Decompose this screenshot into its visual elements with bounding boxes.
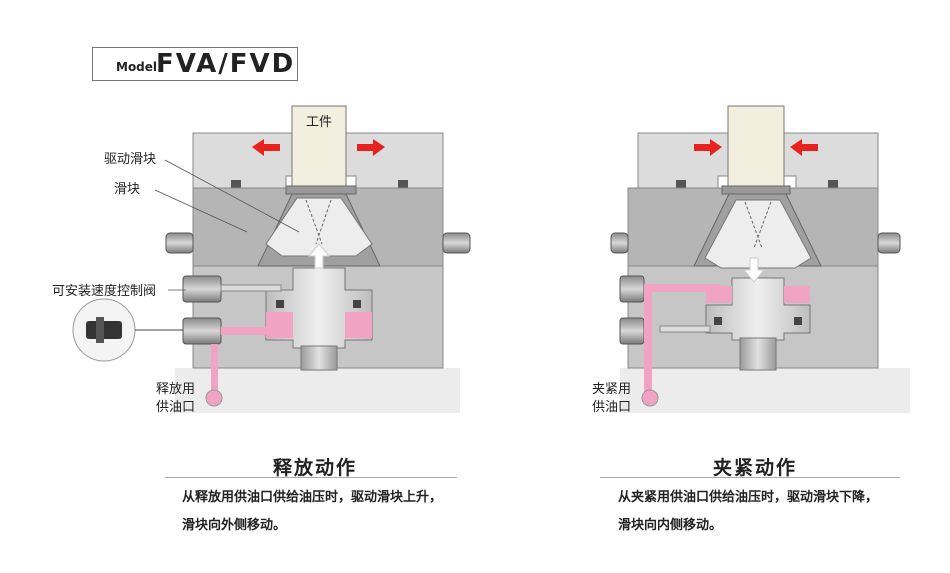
model-box	[92, 47, 298, 81]
right-title: 夹紧动作	[713, 457, 798, 479]
right-port-line1: 夹紧用	[592, 382, 632, 397]
left-arrow-right	[357, 139, 385, 156]
left-divider	[165, 477, 457, 478]
right-drive-slider	[704, 199, 812, 269]
label-speed-valve: 可安装速度控制阀	[52, 284, 157, 299]
left-desc-line1: 从释放用供油口供给油压时，驱动滑块上升，	[182, 490, 443, 505]
model-name: FVA/FVD	[156, 49, 296, 79]
left-port-line1: 释放用	[156, 382, 196, 397]
right-workpiece	[727, 105, 785, 187]
right-base-plate	[620, 368, 910, 413]
left-desc-line2: 滑块向外侧移动。	[182, 518, 287, 533]
right-desc-line1: 从夹紧用供油口供给油压时，驱动滑块下降，	[618, 490, 879, 505]
left-workpiece	[291, 105, 347, 187]
left-up-arrow	[307, 243, 331, 269]
left-base-plate	[175, 368, 460, 413]
right-port-line2: 供油口	[592, 400, 632, 415]
label-slider: 滑块	[114, 182, 141, 197]
left-workpiece-label: 工件	[306, 115, 333, 130]
right-arrow-left	[694, 139, 722, 156]
left-diagram	[72, 105, 471, 413]
left-arrow-left	[252, 139, 280, 156]
right-down-arrow	[742, 257, 766, 283]
left-drive-slider	[265, 197, 373, 257]
left-title: 释放动作	[273, 457, 358, 479]
left-port-line2: 供油口	[156, 400, 196, 415]
label-drive-slider: 驱动滑块	[104, 152, 157, 167]
right-desc-line2: 滑块向内侧移动。	[618, 518, 723, 533]
model-prefix: Model	[116, 60, 158, 74]
right-diagram	[610, 105, 910, 413]
right-arrow-right	[790, 139, 818, 156]
right-divider	[600, 477, 900, 478]
